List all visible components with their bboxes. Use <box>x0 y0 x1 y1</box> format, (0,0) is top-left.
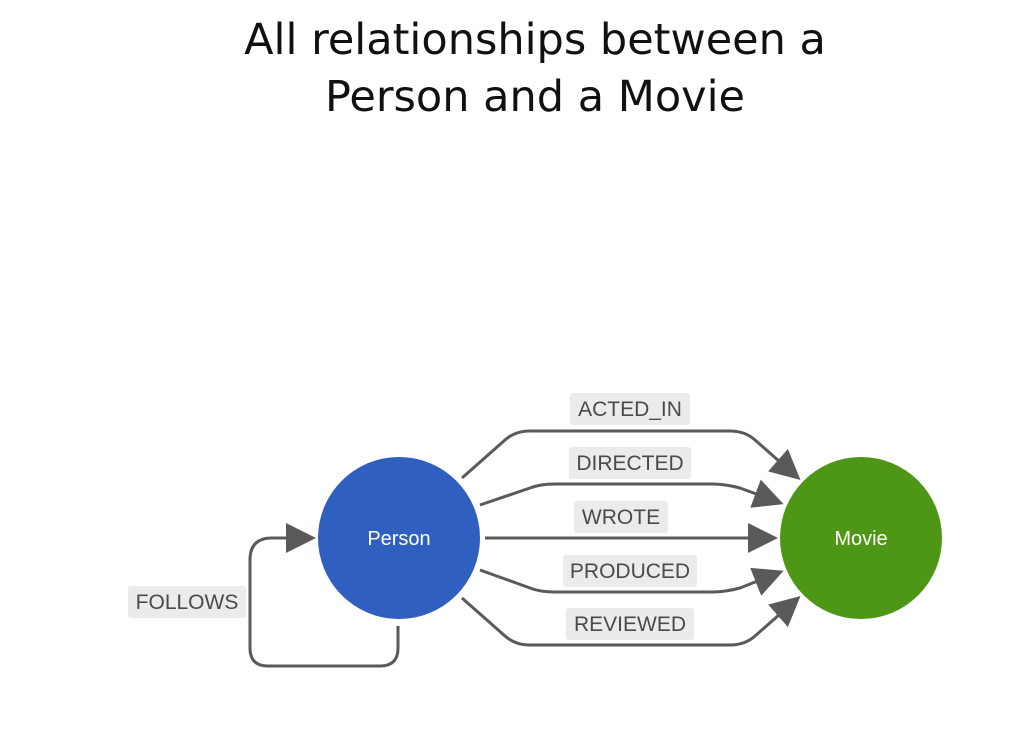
label-wrote-text: WROTE <box>582 506 660 529</box>
label-directed: DIRECTED <box>569 447 691 479</box>
title-line-1: All relationships between a <box>244 15 826 65</box>
label-follows-text: FOLLOWS <box>136 591 239 614</box>
label-produced-text: PRODUCED <box>570 560 690 583</box>
label-acted-in-text: ACTED_IN <box>578 398 682 421</box>
edge-reviewed <box>461 596 801 647</box>
edge-follows <box>248 523 400 668</box>
edge-directed <box>479 479 784 508</box>
label-wrote: WROTE <box>574 501 668 533</box>
edge-produced <box>479 567 784 596</box>
edge-acted-in <box>461 429 801 480</box>
label-acted-in: ACTED_IN <box>570 393 690 425</box>
title-line-2: Person and a Movie <box>324 72 745 122</box>
node-movie-label: Movie <box>834 528 887 550</box>
page-title: All relationships between a Person and a… <box>0 12 1024 126</box>
label-directed-text: DIRECTED <box>576 452 683 475</box>
label-reviewed-text: REVIEWED <box>574 613 686 636</box>
node-person-label: Person <box>367 528 430 550</box>
label-follows: FOLLOWS <box>128 586 246 618</box>
node-movie[interactable]: Movie <box>780 457 942 619</box>
node-person[interactable]: Person <box>318 457 480 619</box>
label-produced: PRODUCED <box>563 555 697 587</box>
label-reviewed: REVIEWED <box>566 608 694 640</box>
